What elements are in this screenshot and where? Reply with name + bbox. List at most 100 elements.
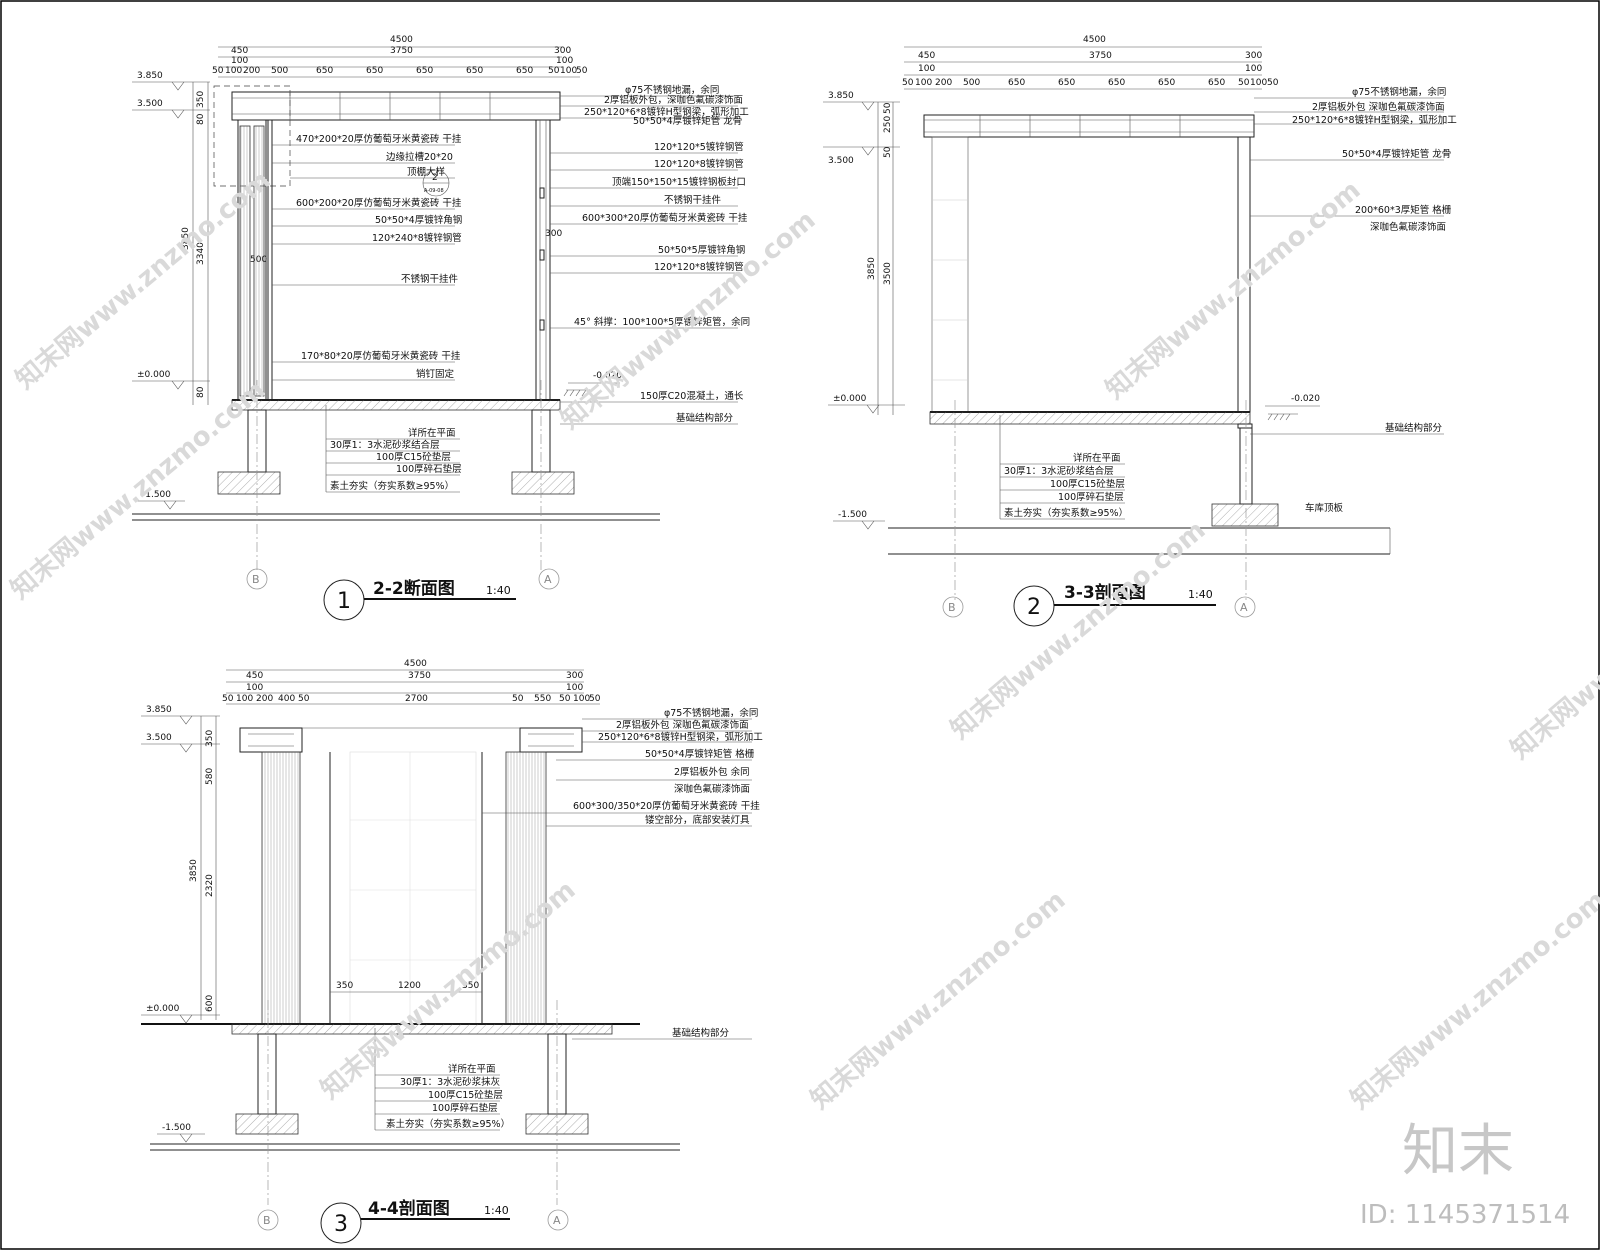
s1-lbl-r11: 120*120*8镀锌钢管 <box>654 261 744 273</box>
s3-axis-b: B <box>263 1214 271 1227</box>
s2-lbl-r2: 2厚铝板外包 深咖色氟碳漆饰面 <box>1312 101 1445 113</box>
s3-structure: 350 1200 350 <box>141 727 680 1205</box>
watermark-5: 知末网www.znzmo.com <box>945 515 1211 745</box>
s1-d3: 200 <box>243 66 260 76</box>
section-4-4: 4500 450 3750 300 100 100 50 100 200 400… <box>141 659 763 1244</box>
s3-vd-580: 580 <box>205 768 215 785</box>
s2-vd-250: 250 <box>883 116 893 133</box>
s2-vertical-dimensions: 50 250 50 3850 3500 <box>867 102 894 415</box>
s2-axis-a: A <box>1240 601 1248 614</box>
s3-labels-right: φ75不锈钢地漏，余同 2厚铝板外包 深咖色氟碳漆饰面 250*120*6*8镀… <box>482 707 763 1040</box>
s1-dim-r3a: 100 <box>231 56 248 66</box>
s3-d2: 100 <box>236 694 253 704</box>
s1-vd-300: 300 <box>545 229 562 239</box>
s1-vd-3340: 3340 <box>196 242 206 265</box>
s3-lbl-b5: 素土夯实（夯实系数≥95%） <box>386 1118 510 1130</box>
s1-vd-80b: 80 <box>196 386 206 398</box>
s2-dim-r3a: 100 <box>918 64 935 74</box>
s2-top-dimensions: 4500 450 3750 300 100 100 50 100 200 500… <box>902 35 1279 90</box>
s3-lbl-r2: 2厚铝板外包 深咖色氟碳漆饰面 <box>616 719 749 731</box>
s3-levels: 3.850 3.500 ±0.000 -1.500 <box>141 705 220 1143</box>
s1-lbl-r5: 120*120*5镀锌钢管 <box>654 141 744 153</box>
s2-structure <box>888 114 1391 600</box>
s3-d11: 50 <box>589 694 601 704</box>
s1-level-000: ±0.000 <box>137 370 171 380</box>
s2-dim-r2a: 450 <box>918 51 935 61</box>
s1-d4: 500 <box>271 66 288 76</box>
s2-d3: 200 <box>935 78 952 88</box>
s1-lbl-b5: 素土夯实（夯实系数≥95%） <box>330 480 454 492</box>
s3-vd-350: 350 <box>205 730 215 747</box>
s1-vd-3850: 3850 <box>181 227 191 250</box>
s1-lbl-r6: 120*120*8镀锌钢管 <box>654 158 744 170</box>
s2-lbl-r6: 深咖色氟碳漆饰面 <box>1370 221 1446 233</box>
s3-in-1200: 1200 <box>398 981 421 991</box>
s3-lbl-r6: 深咖色氟碳漆饰面 <box>674 783 750 795</box>
s1-dim-r2b: 3750 <box>390 46 413 56</box>
s3-top-dimensions: 4500 450 3750 300 100 100 50 100 200 400… <box>222 659 601 705</box>
s2-level-m020: -0.020 <box>1291 394 1320 404</box>
s3-lbl-r8: 镂空部分，底部安装灯具 <box>645 814 750 826</box>
s1-d12: 50 <box>576 66 588 76</box>
s1-structure <box>132 85 660 570</box>
s3-lbl-r7: 600*300/350*20厚仿葡萄牙米黄瓷砖 干挂 <box>573 800 760 812</box>
s2-dim-r2b: 3750 <box>1089 51 1112 61</box>
s2-d1: 50 <box>902 78 914 88</box>
s1-axis-b: B <box>252 573 260 586</box>
s1-title-number: 1 <box>337 589 351 614</box>
s1-detail-sub: A-09-08 <box>424 188 444 194</box>
s2-title-block: B A 2 3-3剖面图 1:40 <box>942 582 1256 627</box>
s1-level-m020: -0.020 <box>593 371 622 381</box>
s1-d1: 50 <box>212 66 224 76</box>
s1-lbl-r1: φ75不锈钢地漏，余同 <box>625 84 719 96</box>
s2-d12: 50 <box>1267 78 1279 88</box>
s3-d3: 200 <box>256 694 273 704</box>
watermark-1: 知末网www.znzmo.com <box>10 165 276 395</box>
s3-vd-600: 600 <box>205 995 215 1012</box>
watermark-8: 知末网www.znzmo.com <box>1345 885 1600 1115</box>
s2-scale: 1:40 <box>1188 588 1213 601</box>
s1-vd-350: 350 <box>196 91 206 108</box>
s2-d9: 650 <box>1208 78 1225 88</box>
s3-lbl-b4: 100厚碎石垫层 <box>432 1102 498 1114</box>
s1-dim-r2c: 300 <box>554 46 571 56</box>
s2-level-3850: 3.850 <box>828 91 854 101</box>
s1-lbl-r9: 600*300*20厚仿葡萄牙米黄瓷砖 干挂 <box>582 212 748 224</box>
s3-dim-r2b: 3750 <box>408 671 431 681</box>
s2-lbl-r4: 50*50*4厚镀锌矩管 龙骨 <box>1342 148 1451 160</box>
s1-lbl-r14: 基础结构部分 <box>676 412 734 424</box>
s1-lbl-b2: 30厚1：3水泥砂浆结合层 <box>330 439 440 451</box>
watermark-7: 知末网www.znzmo.com <box>805 885 1071 1115</box>
s2-dim-r3b: 100 <box>1245 64 1262 74</box>
s1-lbl-l5: 50*50*4厚镀锌角钢 <box>375 214 462 226</box>
s1-scale: 1:40 <box>486 584 511 597</box>
s3-title-number: 3 <box>334 1212 348 1237</box>
s3-d1: 50 <box>222 694 234 704</box>
s3-in-350b: 350 <box>462 981 479 991</box>
s1-lbl-l2: 边缘拉槽20*20 <box>386 151 453 163</box>
s1-lbl-l3: 顶棚大样 <box>407 166 445 178</box>
s1-lbl-l6: 120*240*8镀锌钢管 <box>372 232 462 244</box>
s1-levels: 3.850 3.500 ±0.000 -1.500 -0.020 <box>132 71 622 510</box>
s2-vd-3850: 3850 <box>867 257 877 280</box>
s2-dim-total: 4500 <box>1083 35 1106 45</box>
s3-in-350a: 350 <box>336 981 353 991</box>
s2-lbl-r5: 200*60*3厚矩管 格栅 <box>1355 204 1452 216</box>
brand-stamp: 知末 ID: 1145371514 <box>1360 1119 1570 1230</box>
s3-level-3500: 3.500 <box>146 733 172 743</box>
s2-labels-bottom: 详所在平面 30厚1：3水泥砂浆结合层 100厚C15砼垫层 100厚碎石垫层 … <box>999 415 1128 520</box>
s3-level-m1500: -1.500 <box>162 1123 191 1133</box>
image-id: ID: 1145371514 <box>1360 1200 1570 1230</box>
s1-level-3850: 3.850 <box>137 71 163 81</box>
s3-lbl-r3: 250*120*6*8镀锌H型钢梁，弧形加工 <box>598 731 763 743</box>
s2-lbl-b1: 详所在平面 <box>1073 452 1121 464</box>
s1-lbl-r8: 不锈钢干挂件 <box>664 194 722 206</box>
s1-lbl-b3: 100厚C15砼垫层 <box>376 451 451 463</box>
s3-lbl-r1: φ75不锈钢地漏，余同 <box>664 707 758 719</box>
s3-d5: 50 <box>298 694 310 704</box>
s1-level-3500: 3.500 <box>137 99 163 109</box>
s2-lbl-b3: 100厚C15砼垫层 <box>1050 478 1125 490</box>
s1-lbl-r7: 顶端150*150*15镀锌钢板封口 <box>612 176 746 188</box>
